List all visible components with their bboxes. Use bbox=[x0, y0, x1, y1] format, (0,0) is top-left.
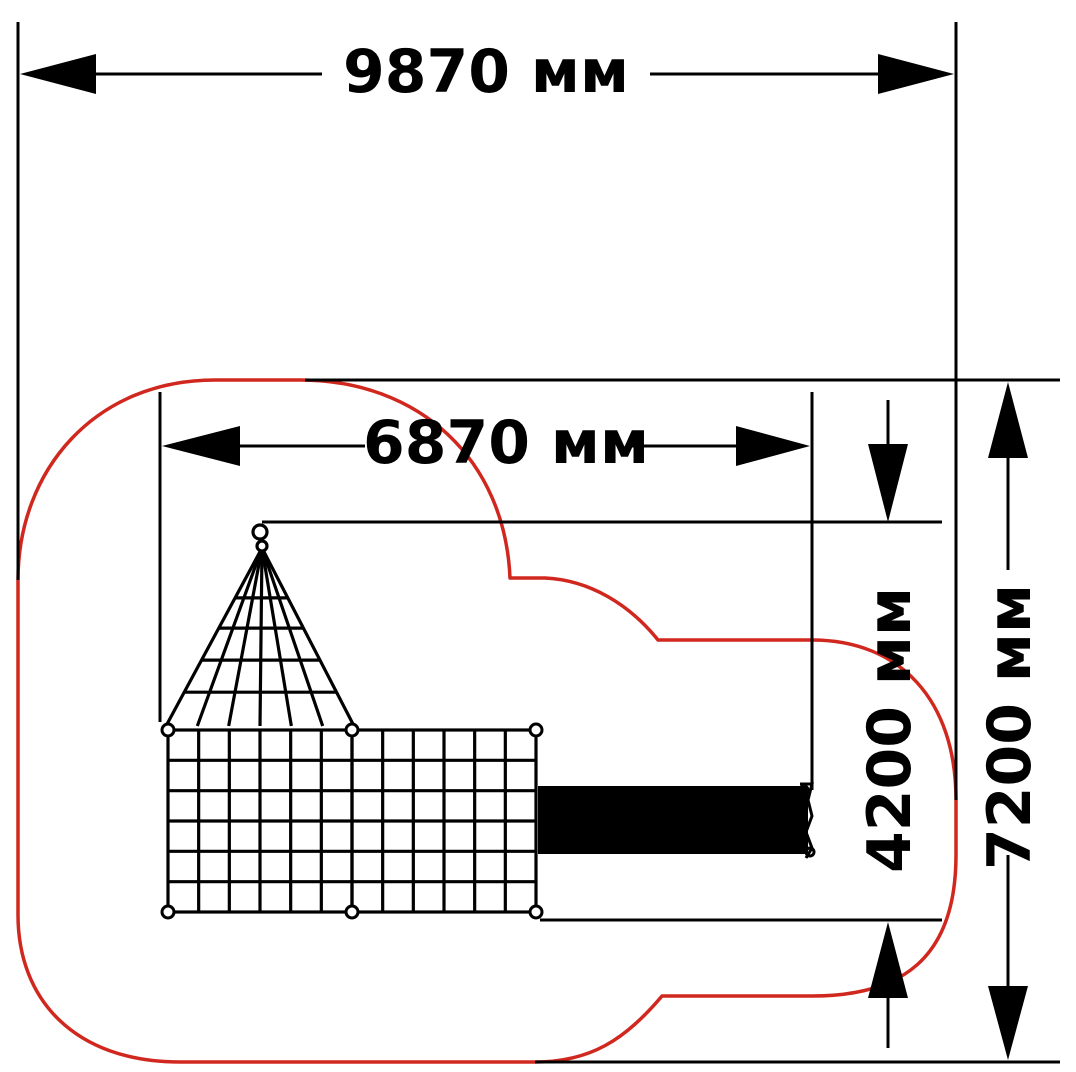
pyramid-edge-right bbox=[260, 547, 356, 727]
post-top bbox=[528, 722, 544, 738]
post-top bbox=[344, 722, 360, 738]
dimension-equipment-width: 6870 мм bbox=[162, 408, 810, 478]
dimension-label-equipment-depth: 4200 мм bbox=[855, 587, 925, 873]
dimension-label-overall-depth: 7200 мм bbox=[975, 584, 1045, 870]
pyramid-rope-radial bbox=[260, 547, 293, 727]
support-posts bbox=[160, 722, 544, 920]
pyramid-rope-radial bbox=[260, 547, 325, 727]
net-block-left bbox=[166, 728, 354, 914]
tunnel-end-frame bbox=[798, 782, 816, 859]
net-block-right bbox=[350, 728, 538, 914]
dimension-overall-width: 9870 мм bbox=[20, 37, 954, 107]
pyramid-apex-ring bbox=[251, 523, 269, 541]
pyramid-rope-radial bbox=[258, 547, 264, 727]
dimension-overall-depth: 7200 мм bbox=[975, 382, 1045, 1060]
post-top bbox=[344, 904, 360, 920]
post-top bbox=[528, 904, 544, 920]
post-top bbox=[160, 904, 176, 920]
rope-pyramid bbox=[164, 523, 356, 727]
pyramid-rope-radial bbox=[227, 547, 264, 727]
dimension-label-overall-width: 9870 мм bbox=[343, 37, 629, 107]
pyramid-edge-left bbox=[164, 547, 264, 727]
dimension-equipment-depth: 4200 мм bbox=[855, 400, 925, 1048]
dimension-label-equipment-width: 6870 мм bbox=[363, 408, 649, 478]
pyramid-apex-knot bbox=[255, 539, 269, 553]
tunnel-beam bbox=[538, 786, 808, 854]
pyramid-rope-radial bbox=[195, 547, 264, 727]
post-top bbox=[160, 722, 176, 738]
